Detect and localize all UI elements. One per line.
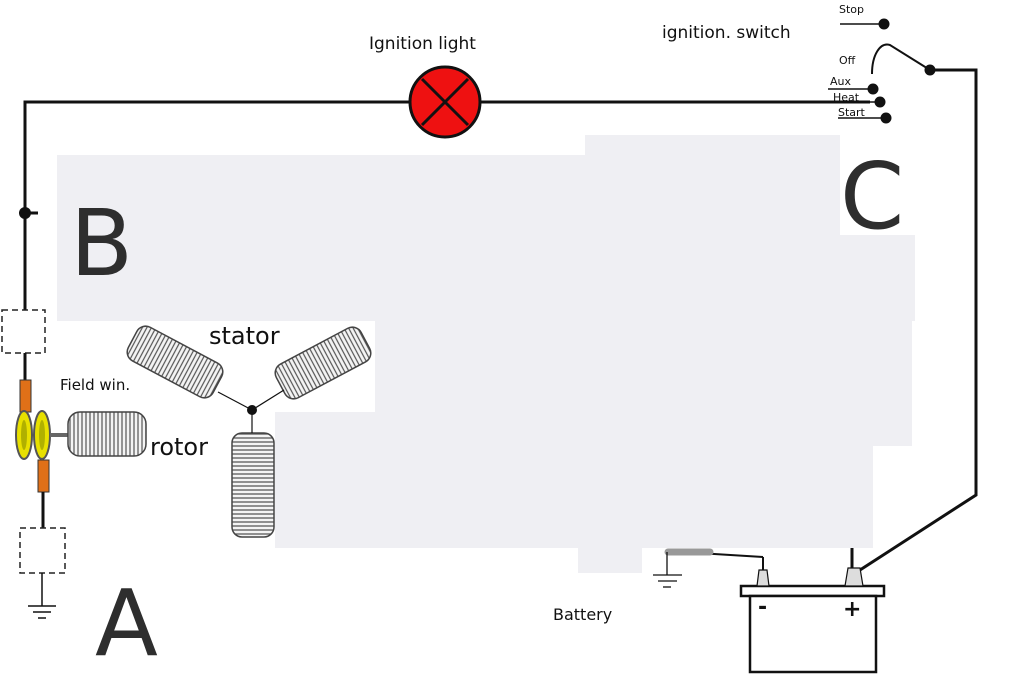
stator-label: stator: [209, 322, 280, 350]
region-c-label: C: [840, 143, 904, 250]
stator: [126, 325, 372, 538]
aux-label: Aux: [830, 75, 851, 88]
battery-positive-label: +: [843, 597, 861, 622]
rotor-label: rotor: [150, 433, 208, 461]
ignition-switch-label: ignition. switch: [662, 23, 791, 43]
masked-area: [57, 135, 915, 573]
brush-upper: [19, 379, 32, 413]
off-label: Off: [839, 54, 856, 67]
start-label: Start: [838, 106, 866, 119]
brush-lower: [37, 459, 50, 493]
region-b-label: B: [70, 190, 133, 297]
rotor: [15, 410, 147, 460]
junction-b: [19, 207, 31, 219]
field-winding-label: Field win.: [60, 376, 130, 394]
stop-label: Stop: [839, 3, 864, 16]
fuse-upper: [1, 309, 46, 354]
fuse-lower: [19, 527, 66, 574]
ignition-switch: [828, 18, 978, 572]
battery-negative-label: -: [758, 595, 767, 620]
ignition-light-label: Ignition light: [369, 34, 476, 54]
battery: [653, 548, 886, 674]
region-a-label: A: [95, 570, 158, 676]
field-brush-chain: [1, 309, 66, 619]
ignition-lamp: [408, 65, 482, 139]
heat-label: Heat: [833, 91, 860, 104]
battery-label: Battery: [553, 605, 612, 624]
